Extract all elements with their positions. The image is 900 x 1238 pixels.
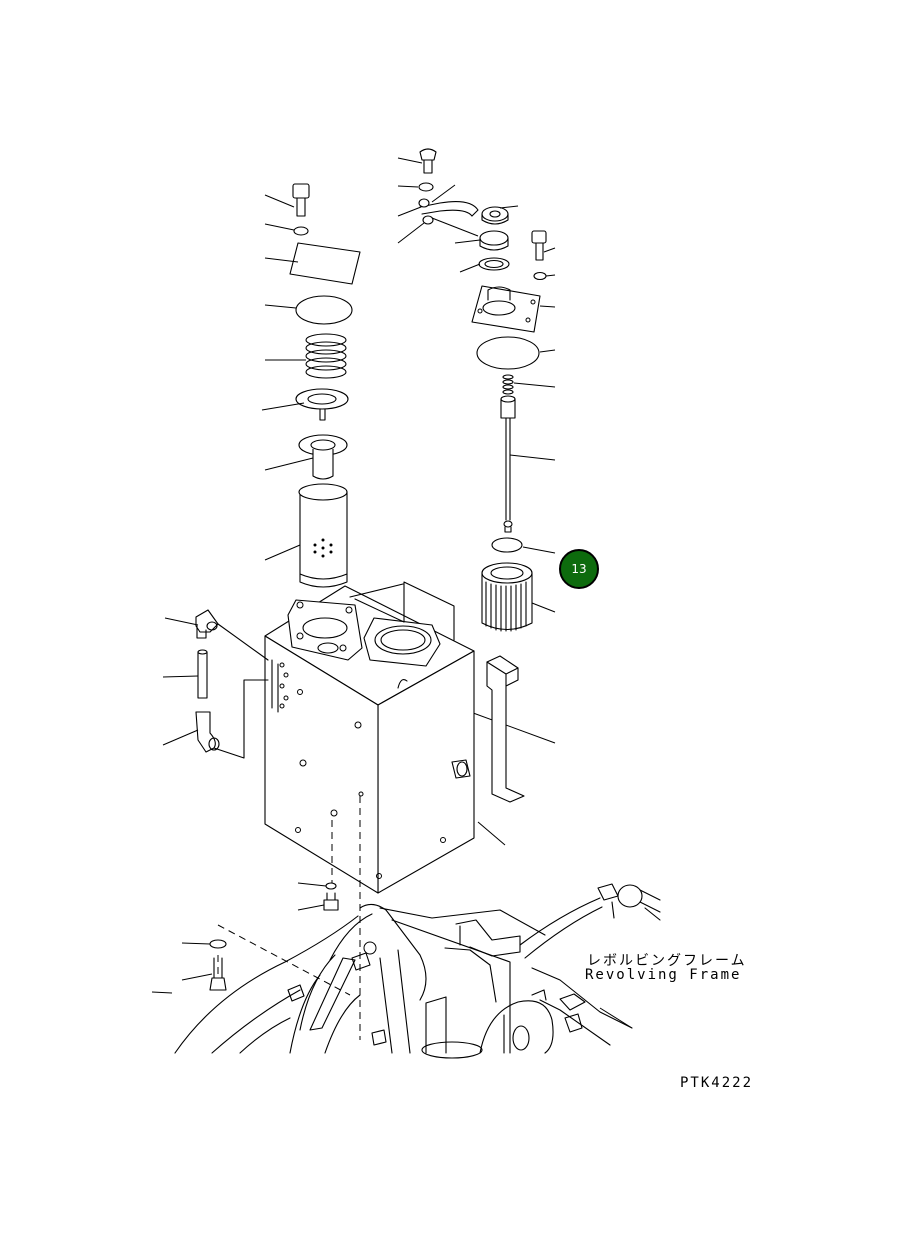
dipstick [500, 395, 516, 533]
plate-guide-line-b [349, 583, 404, 598]
leader-lines-left [261, 194, 314, 561]
filter-element [298, 483, 348, 588]
cover-plate-left [289, 242, 361, 285]
plate-guide-line [354, 581, 455, 641]
level-gauge-bracket [486, 655, 525, 803]
washer-right [533, 271, 547, 281]
breather-hose [419, 201, 479, 217]
dipstick-spring [502, 374, 514, 395]
breather-body [479, 230, 509, 251]
strainer-cap [298, 434, 348, 480]
mount-bolt [323, 892, 339, 911]
leader-lines-pipes [162, 617, 199, 746]
o-ring [491, 537, 523, 553]
callout-13[interactable]: 13 [559, 549, 599, 589]
bottom-washer [209, 939, 227, 949]
drawing-code: PTK4222 [680, 1075, 754, 1091]
valve-plate [295, 388, 349, 421]
suction-strainer [481, 562, 533, 632]
breather-cap [481, 206, 509, 225]
filter-flange [287, 599, 363, 661]
pipe-nipple [197, 649, 208, 699]
bottom-bolt [209, 957, 227, 991]
hose-clamp [418, 198, 434, 225]
mounting-guides [217, 796, 361, 1040]
top-bolt [419, 148, 437, 174]
elbow-bottom [195, 711, 220, 753]
washer-left [293, 226, 309, 236]
spring [305, 333, 347, 379]
leader-lines-bottom [151, 882, 327, 994]
leader-lines-right [397, 157, 556, 846]
revolving-frame-label-jp: レボルビングフレーム [587, 953, 747, 969]
breather-seal [478, 257, 510, 271]
cover-plate-right [471, 285, 541, 333]
elbow-top [195, 609, 219, 639]
mount-washer [325, 882, 337, 890]
bolt-right [531, 230, 547, 261]
gasket-right [476, 336, 540, 370]
frame-leader [599, 1007, 633, 1029]
revolving-frame-label-en: Revolving Frame [585, 967, 742, 983]
top-washer [418, 182, 434, 192]
bolt-left [292, 183, 310, 217]
revolving-frame [174, 883, 661, 1059]
strainer-flange [363, 617, 441, 667]
pipe-connector-line [213, 623, 269, 759]
gasket-left [295, 295, 353, 325]
